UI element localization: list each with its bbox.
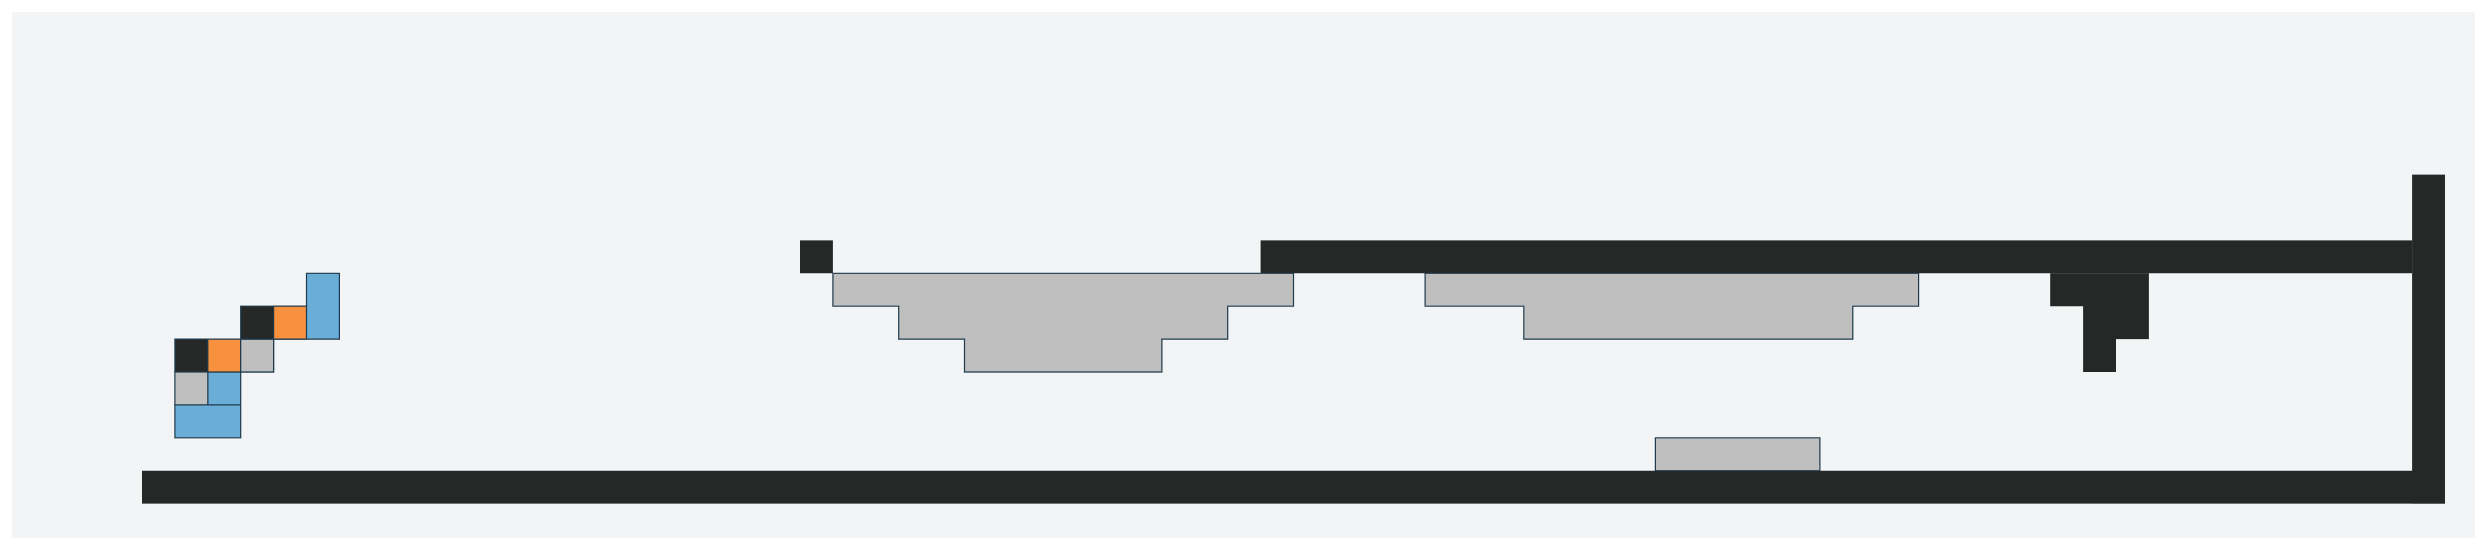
player-segment-orange-1: [207, 338, 242, 373]
wall-right-post: [2412, 174, 2445, 504]
platform-layer: [832, 272, 1920, 472]
wall-hanging-block: [2050, 273, 2149, 372]
wall-layer: [142, 43, 2445, 504]
platform-floor-block: [1654, 437, 1821, 472]
wall-tall-post: [800, 43, 833, 274]
player-segment-orange-2: [273, 305, 308, 340]
player-snake: [174, 272, 340, 439]
player-segment-gray-1: [240, 338, 275, 373]
player-segment-dark-1: [174, 338, 209, 373]
wall-floor: [142, 470, 2445, 504]
wall-upper-beam: [1260, 240, 2413, 274]
player-segment-gray-2: [174, 371, 209, 406]
platform-stepped-right: [1424, 272, 1920, 340]
platform-stepped-left: [832, 272, 1295, 373]
player-segment-dark-2: [240, 305, 275, 340]
